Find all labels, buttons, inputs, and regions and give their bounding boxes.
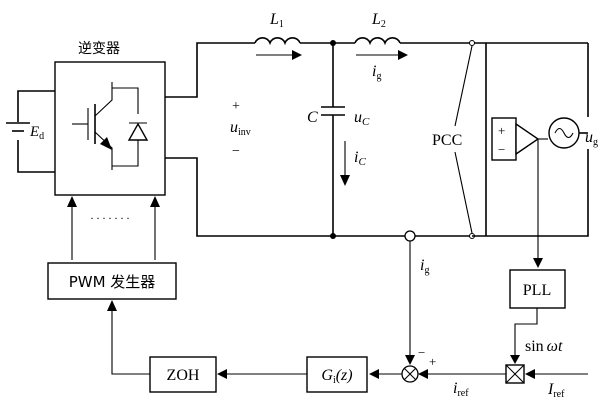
- svg-text:+: +: [429, 354, 436, 369]
- zoh-label: ZOH: [167, 367, 200, 384]
- svg-text:uC: uC: [354, 109, 370, 128]
- inverter-block: [54, 61, 166, 196]
- pcc-switch: PCC: [432, 40, 475, 239]
- svg-text:Ed: Ed: [29, 124, 44, 142]
- controller-label: Gi(z): [321, 367, 352, 386]
- capacitor-C: C uC iC: [307, 43, 370, 236]
- inductor-L2: L2 ig: [354, 11, 588, 82]
- multiplier-icon: [505, 364, 525, 384]
- svg-text:−: −: [498, 142, 505, 157]
- svg-text:iC: iC: [354, 149, 366, 168]
- summing-junction-icon: − +: [401, 345, 436, 383]
- grid-source-icon: ug: [548, 117, 598, 149]
- zoh-block: [149, 356, 217, 393]
- inverter-title: 逆变器: [78, 41, 120, 57]
- pwm-generator-block: [47, 262, 177, 300]
- svg-text:+: +: [498, 123, 505, 138]
- igbt-switch-icon: [72, 82, 149, 170]
- gate-signal-arrows: ·······: [67, 196, 160, 260]
- inverter-output-top-wire: [165, 42, 255, 98]
- voltage-comparator: + −: [491, 117, 548, 268]
- svg-text:−: −: [418, 345, 425, 360]
- inverter-voltage-label: + uinv −: [230, 99, 251, 159]
- svg-text:+: +: [232, 99, 240, 114]
- pll-output-wire: [514, 308, 538, 358]
- svg-text:L1: L1: [269, 11, 284, 30]
- svg-text:uinv: uinv: [230, 119, 251, 138]
- svg-text:ug: ug: [585, 129, 598, 148]
- svg-text:ig: ig: [420, 257, 429, 276]
- Iref-label: Iref: [547, 381, 565, 400]
- pcc-label: PCC: [432, 132, 462, 149]
- filter-node-bottom: [330, 233, 336, 239]
- svg-text:−: −: [232, 144, 240, 159]
- svg-text:ig: ig: [372, 63, 381, 82]
- inductor-L1: L1: [254, 11, 355, 60]
- iref-label: iref: [453, 380, 469, 399]
- svg-text:C: C: [307, 109, 318, 126]
- svg-text:L2: L2: [371, 11, 386, 30]
- current-sensor-icon: ig: [404, 230, 429, 365]
- pll-block: [509, 269, 566, 309]
- zoh-to-pwm-wire: [111, 308, 150, 375]
- pwm-label: PWM 发生器: [69, 273, 156, 291]
- grid-bottom-wire: [472, 149, 589, 237]
- pll-label: PLL: [523, 282, 551, 299]
- dc-source: Ed: [6, 90, 55, 173]
- ellipsis-text: ·······: [90, 211, 132, 225]
- inverter-output-bottom-wire: [165, 157, 472, 237]
